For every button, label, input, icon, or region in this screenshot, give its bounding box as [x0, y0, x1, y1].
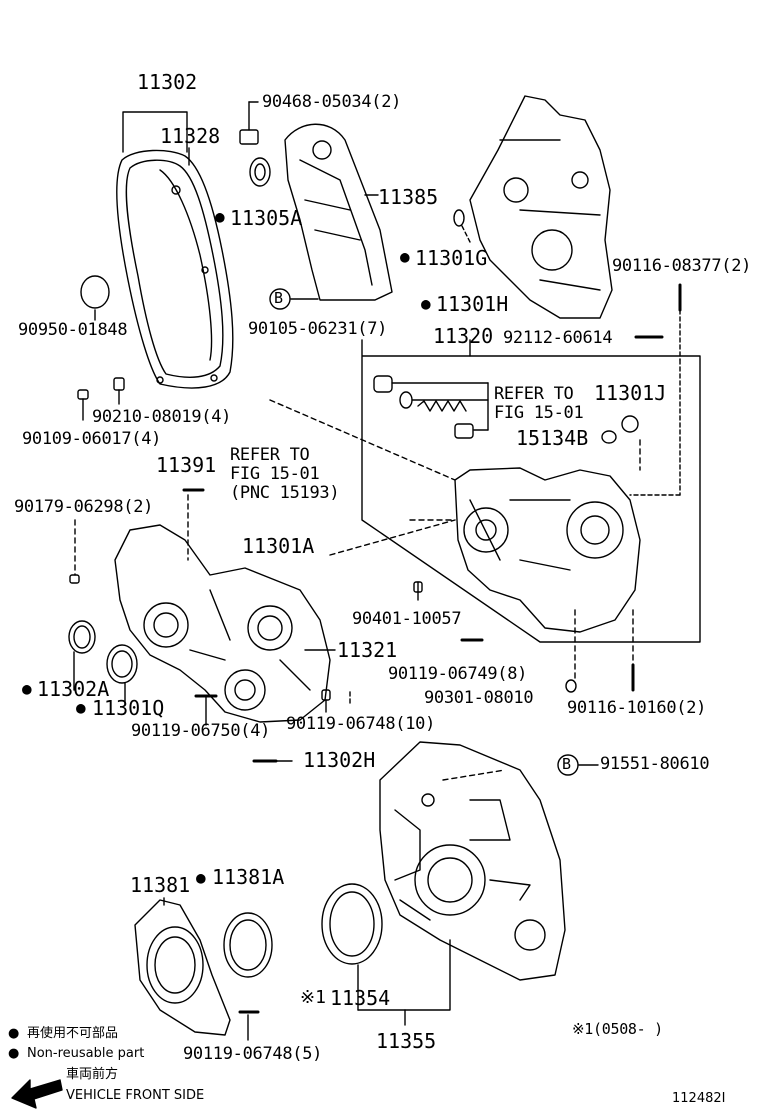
- label-11301A: 11301A: [242, 534, 315, 558]
- label-90119-06750: 90119-06750(4): [131, 721, 271, 741]
- bracket-11302: [122, 111, 188, 153]
- seal-11381A-drawing: [223, 912, 273, 978]
- seal-11354-drawing: [321, 883, 383, 965]
- label-90119-06748-5: 90119-06748(5): [183, 1044, 323, 1064]
- label-11391: 11391: [156, 453, 217, 477]
- label-90301-08010: 90301-08010: [424, 688, 534, 708]
- label-11302: 11302: [137, 70, 198, 94]
- engine-block-drawing: [469, 95, 613, 319]
- relief-valve-parts-drawing: [373, 375, 489, 439]
- label-11328: 11328: [160, 124, 221, 148]
- label-90116-08377: 90116-08377(2): [612, 256, 752, 276]
- label-11301Q: 11301Q: [92, 696, 165, 720]
- cover-11385-drawing: [284, 123, 393, 301]
- legend-nonreusable-jp: 再使用不可部品: [27, 1026, 119, 1041]
- nonreusable-dot-11301H: ●: [421, 294, 431, 313]
- rear-plate-11355-drawing: [379, 741, 566, 981]
- legend-dot-2: ●: [8, 1046, 20, 1061]
- label-11301H: 11301H: [436, 292, 509, 316]
- seal-retainer-11381-drawing: [134, 899, 231, 1036]
- chain-cover-11320-drawing: [454, 467, 641, 633]
- refer-fig-15-01-left-line3: (PNC 15193): [230, 483, 340, 503]
- vehicle-front-arrow: [11, 1079, 63, 1109]
- label-11354: 11354: [330, 986, 391, 1010]
- label-90210-08019: 90210-08019(4): [92, 407, 232, 427]
- seal-11301Q-drawing: [106, 644, 138, 684]
- cap-90950-drawing: [80, 275, 110, 309]
- refer-fig-15-01-left-line1: REFER TO: [230, 445, 310, 465]
- label-11301J: 11301J: [594, 381, 667, 405]
- label-11381A: 11381A: [212, 865, 285, 889]
- label-11320: 11320: [433, 324, 494, 348]
- b-marker-left: B: [274, 289, 283, 307]
- refer-fig-15-01-right-line1: REFER TO: [494, 384, 574, 404]
- label-11305A: 11305A: [230, 206, 303, 230]
- label-11355: 11355: [376, 1029, 437, 1053]
- label-90119-06748-10: 90119-06748(10): [286, 714, 436, 734]
- label-90950-01848: 90950-01848: [18, 320, 128, 340]
- label-90119-06749: 90119-06749(8): [388, 664, 528, 684]
- label-11302A: 11302A: [37, 677, 110, 701]
- nonreusable-dot-11302A: ●: [22, 679, 32, 698]
- refer-fig-15-01-right-line2: FIG 15-01: [494, 403, 584, 423]
- label-11301G: 11301G: [415, 246, 488, 270]
- legend-dot-1: ●: [8, 1026, 20, 1041]
- seal-11305A-drawing: [249, 157, 271, 187]
- label-11385: 11385: [378, 185, 439, 209]
- legend-nonreusable-en: Non-reusable part: [27, 1046, 145, 1061]
- plug-90468-drawing: [239, 129, 259, 145]
- label-11302H: 11302H: [303, 748, 376, 772]
- nonreusable-dot-11305A: ●: [215, 207, 225, 226]
- ref-mark-11354: ※1: [300, 987, 326, 1008]
- label-11381: 11381: [130, 873, 191, 897]
- b-marker-right: B: [562, 755, 571, 773]
- label-90179-06298: 90179-06298(2): [14, 497, 154, 517]
- legend-front-jp: 車両前方: [66, 1067, 119, 1082]
- label-90105-06231: 90105-06231(7): [248, 319, 388, 339]
- label-90109-06017: 90109-06017(4): [22, 429, 162, 449]
- nonreusable-dot-11301Q: ●: [76, 698, 86, 717]
- date-range-note: ※1(0508- ): [572, 1020, 663, 1038]
- label-11321: 11321: [337, 638, 398, 662]
- legend-front-en: VEHICLE FRONT SIDE: [66, 1088, 205, 1103]
- label-15134B: 15134B: [516, 426, 589, 450]
- timing-cover-11302-drawing: [116, 149, 234, 389]
- nonreusable-dot-11381A: ●: [196, 868, 206, 887]
- figure-id: 112482I: [672, 1091, 726, 1106]
- label-91551-80610: 91551-80610: [600, 754, 710, 774]
- seal-11302A-drawing: [68, 620, 96, 654]
- label-92112-60614: 92112-60614: [503, 328, 613, 348]
- nonreusable-dot-11301G: ●: [400, 247, 410, 266]
- timing-cover-11321-drawing: [114, 524, 331, 723]
- label-90401-10057: 90401-10057: [352, 609, 462, 629]
- label-90468-05034: 90468-05034(2): [262, 92, 402, 112]
- label-90116-10160: 90116-10160(2): [567, 698, 707, 718]
- assembly-box-11320: [361, 339, 701, 643]
- refer-fig-15-01-left-line2: FIG 15-01: [230, 464, 320, 484]
